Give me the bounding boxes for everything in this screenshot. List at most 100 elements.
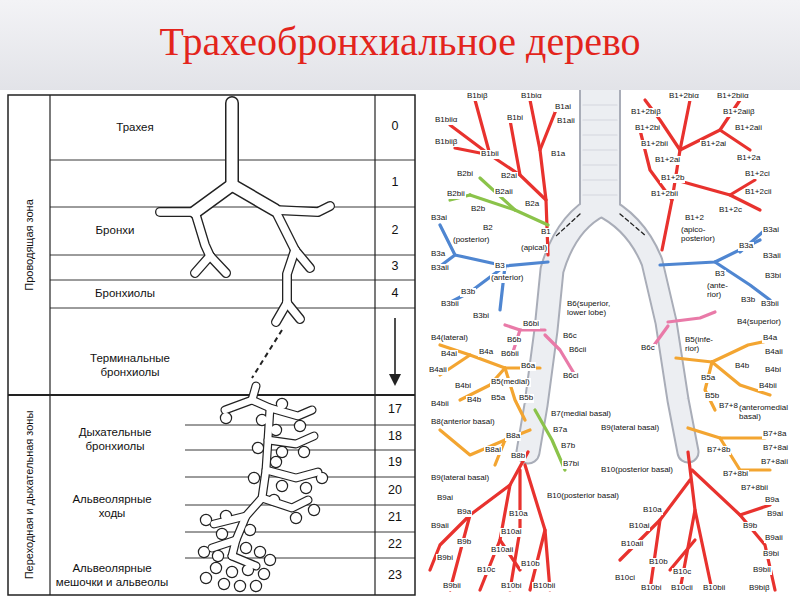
segment-label: B9bii [752, 566, 772, 575]
segment-label: B2 [482, 224, 494, 233]
segment-branch [692, 470, 775, 590]
generation-number: 2 [392, 224, 399, 238]
segment-label: B10(posterior basal) [600, 466, 674, 475]
segment-label: B10ai [500, 528, 522, 537]
segment-label: B10bii [532, 582, 556, 591]
segment-label: B7(medial basal) [550, 410, 612, 419]
generation-table [8, 95, 415, 595]
structure-name: Терминальные бронхиолы [70, 352, 190, 380]
generation-number: 0 [392, 120, 399, 134]
segment-branch [545, 335, 575, 375]
segment-label: B4(superior) [736, 318, 782, 327]
segment-branch [695, 510, 712, 590]
segment-label: B1biiα [434, 116, 458, 125]
bronchial-tree [581, 90, 619, 208]
segment-label: B9aii [430, 522, 450, 531]
segment-label: B6c [640, 344, 656, 353]
segment-label: B2bi [456, 170, 474, 179]
segment-label: B10c [476, 566, 496, 575]
structure-name: Бронхи [75, 224, 155, 238]
segment-label: B3a [430, 250, 446, 259]
down-arrow [394, 318, 396, 376]
segment-label: B3aii [762, 252, 782, 261]
segment-label: B5(medial) [490, 378, 531, 387]
segment-branch [670, 540, 695, 570]
segment-label: B9(lateral basal) [600, 424, 660, 433]
segment-label: B10bi [640, 584, 662, 593]
down-arrow [389, 318, 401, 386]
bronchial-tree [583, 149, 617, 150]
segment-label: B9a [456, 508, 472, 517]
segment-label: B5(infe- rior) [684, 336, 720, 353]
segment-branch [535, 410, 565, 470]
segment-branch [430, 452, 528, 570]
segment-label: B8b [510, 452, 526, 461]
airway-schematic [195, 103, 275, 212]
segment-label: B1ai [554, 103, 572, 112]
generation-number: 18 [388, 430, 402, 444]
segment-label: B4a [478, 348, 494, 357]
segment-label: B9ai [436, 494, 454, 503]
segment-label: B9aii [764, 534, 784, 543]
segment-label: B2aii [494, 188, 514, 197]
segment-label: B6(superior, lower lobe) [566, 300, 630, 317]
segment-label: B1a [550, 150, 566, 159]
segment-branch [510, 120, 520, 175]
segment-label: B10ci [614, 574, 636, 583]
bronchial-tree [600, 205, 688, 452]
segment-label: B4a [762, 334, 778, 343]
generation-table [50, 308, 415, 309]
segment-label: B1+2c [718, 206, 743, 215]
segment-label: B1biiβ [434, 138, 458, 147]
segment-label: B2bii [446, 190, 466, 199]
bronchial-tree [430, 90, 775, 590]
segment-label: B3 [714, 270, 726, 279]
segment-label: B2b [470, 205, 486, 214]
segment-label: B1+2bii [640, 140, 669, 149]
segment-label: (ante- rior) [706, 282, 736, 299]
segment-branch [470, 195, 548, 225]
segment-label: B10bii [702, 584, 726, 593]
segment-label: B10bi [500, 582, 522, 591]
segment-label: B3bi [472, 312, 490, 321]
generation-number: 1 [392, 176, 399, 190]
segment-label: B1+2ai [700, 140, 727, 149]
segment-label: B7+8ai [762, 444, 789, 453]
segment-label: B8a [505, 432, 521, 441]
generation-table [8, 394, 415, 396]
segment-label: B4(lateral) [430, 334, 469, 343]
zone-label: Переходная и дыхательная зоны [23, 411, 35, 580]
segment-label: B9bii [442, 582, 462, 591]
generation-table [8, 95, 415, 595]
bronchial-tree [583, 134, 617, 135]
segment-label: B3aii [430, 264, 450, 273]
zone-band: Проводящая зона [8, 95, 50, 395]
segment-label: B9(lateral basal) [430, 474, 490, 483]
segment-label: B6bi [522, 320, 540, 329]
segment-label: B5a [490, 394, 506, 403]
segment-label: B10c [672, 568, 692, 577]
airway-schematic [160, 206, 330, 322]
segment-label: B9bi [762, 550, 780, 559]
segment-branch [430, 100, 775, 590]
segment-label: (apical) [520, 244, 548, 253]
bronchial-tree [620, 214, 646, 236]
segment-label: B10a [508, 510, 529, 519]
zone-band: Переходная и дыхательная зоны [8, 395, 50, 595]
segment-label: B9biβ [748, 584, 771, 593]
segment-label: B1+2biα [668, 92, 700, 101]
segment-label: B4bi [454, 382, 472, 391]
generation-number: 3 [392, 260, 399, 274]
segment-label: B2ai [500, 172, 518, 181]
segment-label: B4aii [764, 348, 784, 357]
segment-label: B6ci [562, 372, 580, 381]
segment-label: B1bi [506, 114, 524, 123]
segment-label: B1+2bii [650, 190, 679, 199]
segment-label: (anterior) [490, 274, 524, 283]
segment-branch [525, 465, 550, 590]
segment-label: B6c [562, 332, 578, 341]
segment-label: B4b [734, 362, 750, 371]
bronchial-tree [583, 104, 617, 105]
generation-table [50, 280, 415, 281]
